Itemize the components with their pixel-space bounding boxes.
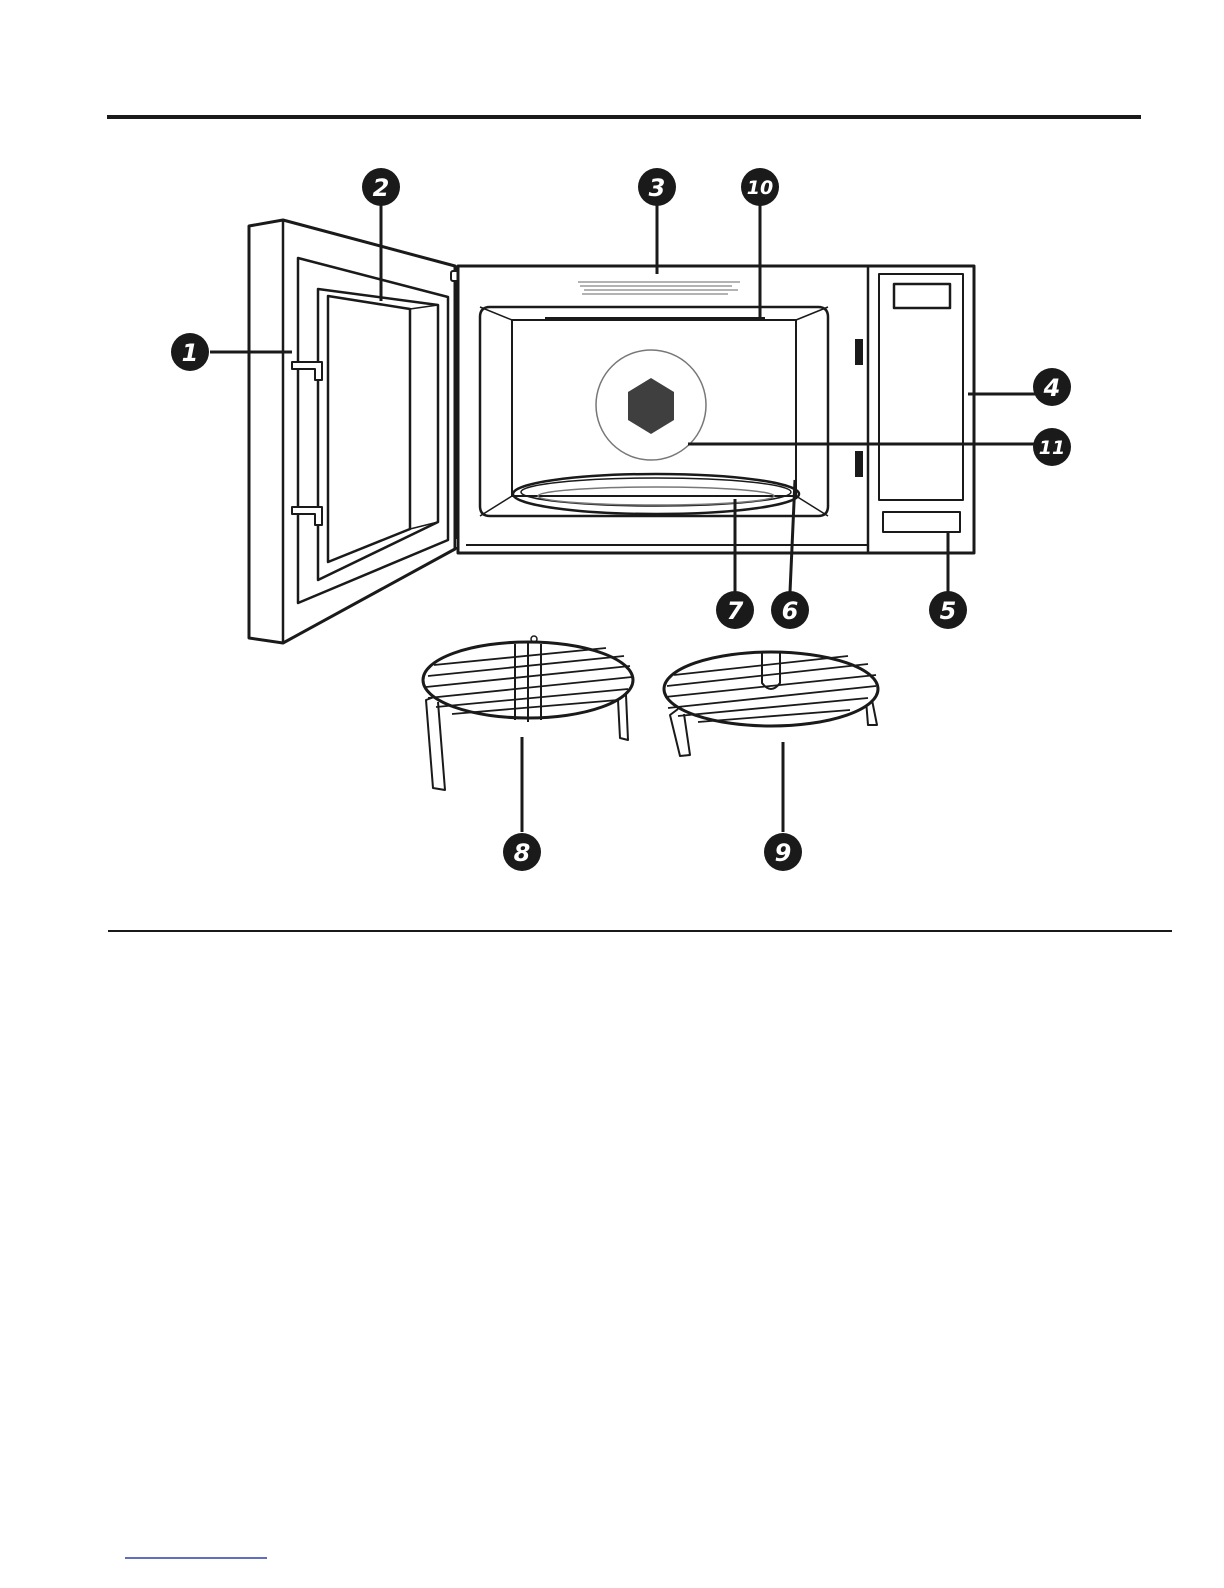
microwave-cabinet [458,266,974,553]
callout-8: 8 [503,833,541,871]
callout-number: 5 [940,597,957,625]
door [249,220,465,643]
callout-number: 1 [182,339,199,367]
callout-6: 6 [771,591,809,629]
high-rack [423,636,633,790]
callout-number: 9 [775,839,792,867]
callout-number: 2 [373,174,390,202]
callout-4: 4 [1033,368,1071,406]
callout-10: 10 [741,168,779,206]
callout-5: 5 [929,591,967,629]
low-rack [664,652,878,756]
callout-7: 7 [716,591,754,629]
callout-1: 1 [171,333,209,371]
callout-3: 3 [638,168,676,206]
callout-number: 11 [1039,437,1065,459]
callout-number: 3 [649,174,666,202]
callout-9: 9 [764,833,802,871]
callout-11: 11 [1033,428,1071,466]
callout-number: 4 [1043,374,1061,402]
callout-number: 7 [727,597,744,625]
callout-number: 10 [747,177,773,199]
callout-2: 2 [362,168,400,206]
callout-number: 8 [514,839,531,867]
callout-number: 6 [782,597,799,625]
